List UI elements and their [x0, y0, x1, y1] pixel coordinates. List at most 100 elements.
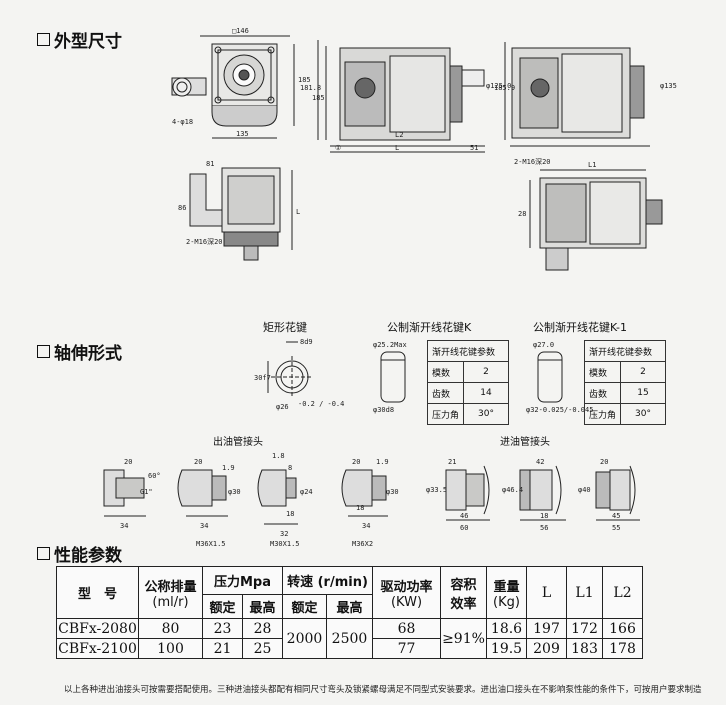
- outlet-2-bottom: 34: [200, 522, 208, 530]
- performance-table: 型 号 公称排量 (ml/r) 压力Mpa 转速 (r/min) 驱动功率 (K…: [56, 566, 643, 659]
- header-speed-rated: 额定: [282, 594, 327, 619]
- outlet-3-top: 1.8: [272, 452, 285, 460]
- outlet-4-top: 20: [352, 458, 360, 466]
- dim-elbow-label: 2-M16深20: [186, 237, 223, 246]
- outlet-3-thread: M30X1.5: [270, 540, 300, 548]
- dim-front-holes: 4-φ18: [172, 118, 193, 126]
- dim-top-dim: 185.9: [494, 84, 515, 92]
- header-weight-label: 重量: [493, 579, 520, 595]
- header-weight: 重量 (Kg): [486, 566, 527, 619]
- outlet-3-extra: 18: [286, 510, 294, 518]
- header-model: 型 号: [56, 566, 139, 619]
- dim-side-l2: L2: [395, 131, 403, 139]
- dim-front-height: 185: [298, 76, 311, 84]
- section-title-performance: 性能参数: [37, 541, 122, 566]
- dim-front-width: □146: [232, 27, 249, 35]
- cell-model: CBFx-2100: [56, 638, 139, 659]
- cell-l: 209: [526, 638, 567, 659]
- outlet-4-thread: M36X2: [352, 540, 373, 548]
- inlet-1-mid: 46: [460, 512, 468, 520]
- spline-k-row-label: 齿数: [426, 382, 465, 404]
- dim-pipe-b: 28: [518, 210, 526, 218]
- header-displacement: 公称排量 (ml/r): [138, 566, 203, 619]
- shaft-rect-d1: 8d9: [300, 338, 313, 346]
- cell-l2: 166: [602, 618, 643, 639]
- cell-power: 77: [372, 638, 441, 659]
- spline-k-row-value: 30°: [463, 403, 510, 425]
- table-row: CBFx-2080 80 23 28 2000 2500 68 ≥91% 18.…: [56, 618, 643, 659]
- shaft-rect-tol: -0.2 / -0.4: [298, 400, 344, 408]
- section-title-outline-text: 外型尺寸: [54, 32, 122, 52]
- inlet-2-mid: 18: [540, 512, 548, 520]
- spline-k1-row-label: 压力角: [583, 403, 622, 425]
- outlet-1-angle: 60°: [148, 472, 161, 480]
- outlet-1-bottom: 34: [120, 522, 128, 530]
- section-title-outline: 外型尺寸: [37, 27, 122, 52]
- cell-l1: 183: [566, 638, 603, 659]
- shaft-rect-title: 矩形花键: [263, 321, 307, 334]
- outlet-2-left: 1.9: [222, 464, 235, 472]
- dim-side-51: 51: [470, 144, 478, 152]
- outlet-4-side: φ30: [386, 488, 399, 496]
- header-speed-max: 最高: [326, 594, 373, 619]
- dim-front-bottom: 135: [236, 130, 249, 138]
- header-efficiency: 容积 效率: [440, 566, 487, 619]
- section-title-shaft-text: 轴伸形式: [54, 344, 122, 364]
- outlet-2-side: φ30: [228, 488, 241, 496]
- cell-p-rated: 23: [202, 618, 243, 639]
- outlet-1-side: G1": [140, 488, 153, 496]
- header-power-label: 驱动功率: [380, 579, 433, 595]
- cell-p-max: 28: [242, 618, 283, 639]
- shaft-k1-title: 公制渐开线花键K-1: [533, 321, 628, 334]
- inlet-2-top: 42: [536, 458, 544, 466]
- outlet-3-bottom: 32: [280, 530, 288, 538]
- cell-l2: 178: [602, 638, 643, 659]
- header-pressure-max: 最高: [242, 594, 283, 619]
- cell-p-max: 25: [242, 638, 283, 659]
- dim-elbow-b: 86: [178, 204, 186, 212]
- header-l1: L1: [566, 566, 603, 619]
- section-title-shaft: 轴伸形式: [37, 339, 122, 364]
- inlet-2-bottom: 56: [540, 524, 548, 532]
- dim-bottom-label: 2-M16深20: [514, 157, 551, 166]
- table-row: CBFx-2100 100 21 25 77 19.5 209 183 178: [56, 638, 643, 659]
- inlet-1-bottom: 60: [460, 524, 468, 532]
- dim-side-h1: 181.8: [300, 84, 321, 92]
- outlet-4-extra: 18: [356, 504, 364, 512]
- inlet-1-side: φ33.5: [426, 486, 447, 494]
- checkbox-square-icon: [37, 345, 50, 358]
- dim-top-shaft: φ135: [660, 82, 677, 90]
- header-efficiency-label2: 效率: [450, 596, 477, 612]
- footnote: 以上各种进出油接头可按需要搭配使用。三种进油接头都配有相同尺寸弯头及锁紧螺母满足…: [64, 685, 702, 695]
- dim-elbow-l: L: [296, 208, 300, 216]
- shaft-k-bottom: φ30d8: [373, 406, 394, 414]
- inlet-3-top: 20: [600, 458, 608, 466]
- shaft-rect-d3: φ26: [276, 403, 289, 411]
- dim-side-shaft: φ125-0.040: [486, 82, 528, 90]
- header-speed: 转速 (r/min): [282, 566, 373, 595]
- header-l2: L2: [602, 566, 643, 619]
- spline-k-row-label: 压力角: [426, 403, 465, 425]
- dim-side-e: ①: [335, 144, 341, 152]
- cell-efficiency: ≥91%: [440, 618, 487, 659]
- header-weight-unit: (Kg): [493, 594, 520, 610]
- header-displacement-label: 公称排量: [144, 579, 197, 595]
- cell-model: CBFx-2080: [56, 618, 139, 639]
- header-l: L: [526, 566, 567, 619]
- section-title-performance-text: 性能参数: [54, 546, 122, 566]
- cell-weight: 19.5: [486, 638, 527, 659]
- inlet-1-top: 21: [448, 458, 456, 466]
- dim-elbow-a: 81: [206, 160, 214, 168]
- header-power: 驱动功率 (KW): [372, 566, 441, 619]
- outlet-3-left: 8: [288, 464, 292, 472]
- outlet-title: 出油管接头: [213, 437, 263, 448]
- cell-weight: 18.6: [486, 618, 527, 639]
- checkbox-square-icon: [37, 547, 50, 560]
- outlet-4-left: 1.9: [376, 458, 389, 466]
- outlet-2-top: 20: [194, 458, 202, 466]
- shaft-k-title: 公制渐开线花键K: [387, 321, 472, 334]
- shaft-rect-d2: 30f7: [254, 374, 271, 382]
